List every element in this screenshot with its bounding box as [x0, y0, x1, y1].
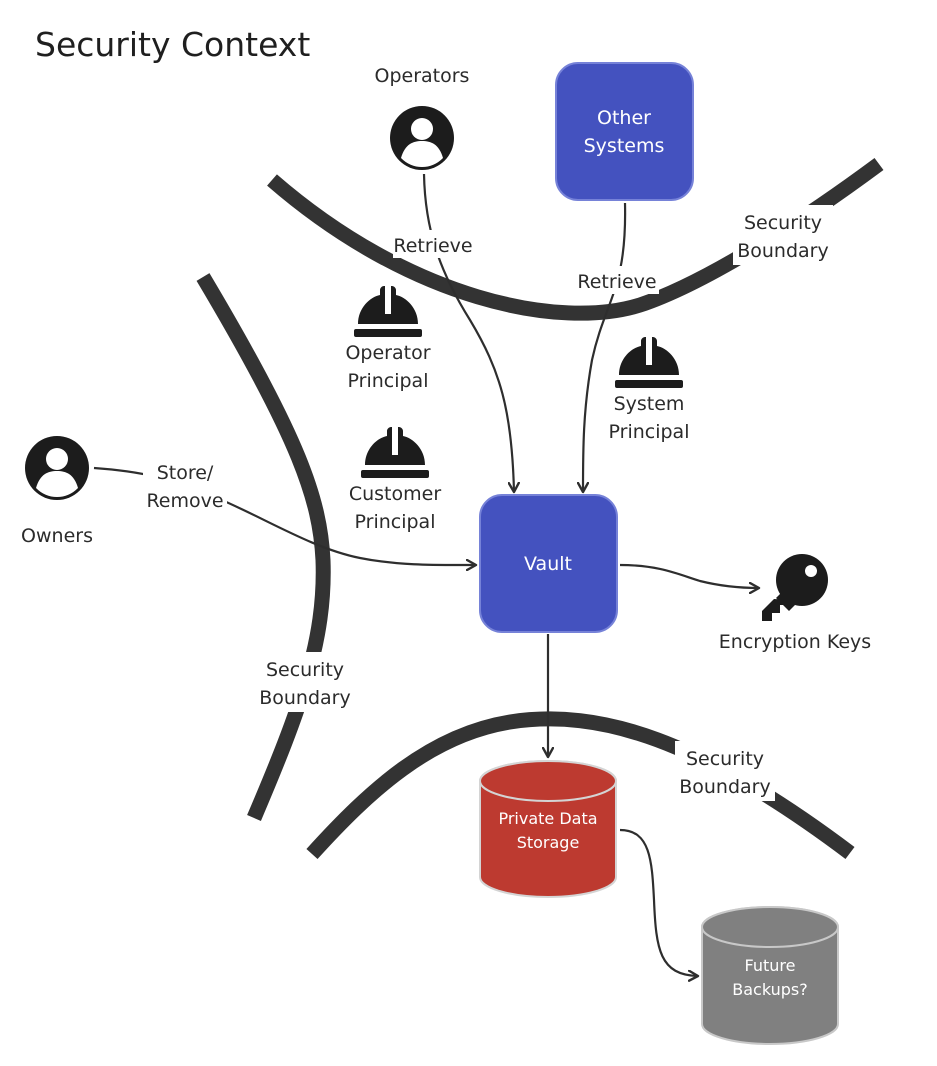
- customer-principal-line2: Principal: [355, 511, 436, 533]
- security-boundary-top-label-line2: Boundary: [737, 240, 829, 262]
- future-backups-node: Future Backups?: [701, 906, 839, 1045]
- diagram-title: Security Context: [35, 25, 310, 64]
- operators-user-icon: [390, 106, 454, 170]
- vault-node: Vault: [479, 494, 618, 633]
- system-principal: System Principal: [609, 337, 690, 443]
- owners-label: Owners: [21, 525, 93, 547]
- edge-label-store-line2: Remove: [146, 490, 223, 512]
- system-hard-hat-icon: [615, 337, 683, 388]
- private-data-storage-node: Private Data Storage: [479, 760, 617, 898]
- system-principal-line1: System: [614, 393, 685, 415]
- operators-actor: Operators: [375, 65, 470, 170]
- operator-principal: Operator Principal: [345, 286, 431, 392]
- other-systems-label-line1: Other: [597, 107, 651, 129]
- future-backups-label-line1: Future: [745, 956, 796, 975]
- edge-label-operators-retrieve: Retrieve: [393, 235, 472, 257]
- key-icon: [762, 554, 828, 621]
- customer-principal-line1: Customer: [349, 483, 441, 505]
- other-systems-node: Other Systems: [555, 62, 694, 201]
- security-boundary-bottom-label-line2: Boundary: [679, 776, 771, 798]
- edge-label-store-line1: Store/: [157, 462, 214, 484]
- owners-user-icon: [25, 436, 89, 500]
- edge-other-systems-to-vault: [583, 202, 627, 492]
- vault-label: Vault: [524, 553, 572, 575]
- security-boundary-left-label-line2: Boundary: [259, 687, 351, 709]
- security-boundary-top-label-line1: Security: [744, 212, 822, 234]
- other-systems-label-line2: Systems: [584, 135, 665, 157]
- edge-label-systems-retrieve: Retrieve: [577, 271, 656, 293]
- encryption-keys-node: Encryption Keys: [719, 554, 871, 653]
- security-boundary-bottom-label-line1: Security: [686, 748, 764, 770]
- operator-principal-line2: Principal: [348, 370, 429, 392]
- security-boundary-left-arc: [196, 273, 331, 821]
- private-storage-label-line2: Storage: [517, 833, 580, 852]
- customer-principal: Customer Principal: [349, 427, 441, 533]
- security-boundary-left-label-line1: Security: [266, 659, 344, 681]
- future-backups-label-line2: Backups?: [732, 980, 807, 999]
- edge-operators-to-vault: [422, 173, 514, 492]
- customer-hard-hat-icon: [361, 427, 429, 478]
- encryption-keys-label: Encryption Keys: [719, 631, 871, 653]
- system-principal-line2: Principal: [609, 421, 690, 443]
- operator-principal-line1: Operator: [345, 342, 430, 364]
- operator-hard-hat-icon: [354, 286, 422, 337]
- owners-actor: Owners: [21, 436, 93, 547]
- operators-label: Operators: [375, 65, 470, 87]
- private-storage-label-line1: Private Data: [498, 809, 597, 828]
- edge-storage-to-backups: [619, 828, 698, 976]
- edge-vault-to-keys: [619, 563, 759, 588]
